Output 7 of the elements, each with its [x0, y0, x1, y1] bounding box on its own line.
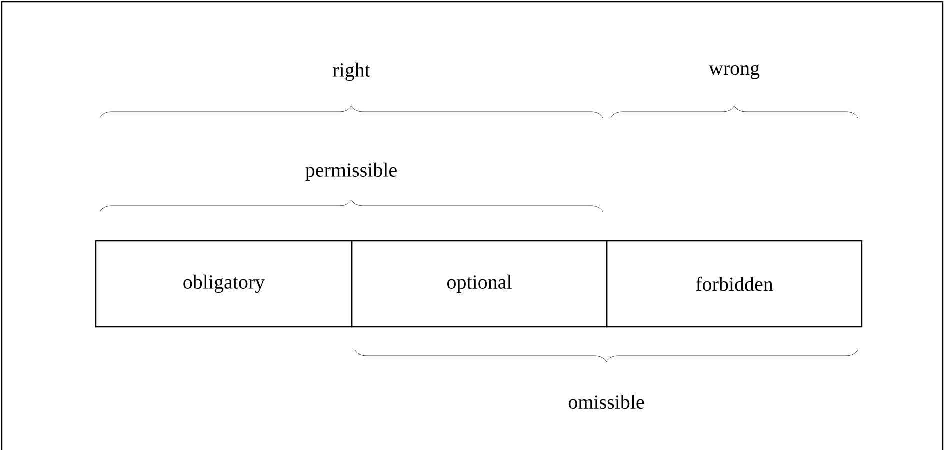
brace-label: omissible [568, 394, 644, 410]
brace-label: right [333, 62, 370, 82]
segment-box: obligatory [95, 240, 353, 328]
brace-label: permissible [306, 162, 397, 182]
segment-box: forbidden [606, 240, 863, 328]
brace-label: wrong [708, 64, 760, 80]
segment-box: optional [351, 240, 608, 328]
